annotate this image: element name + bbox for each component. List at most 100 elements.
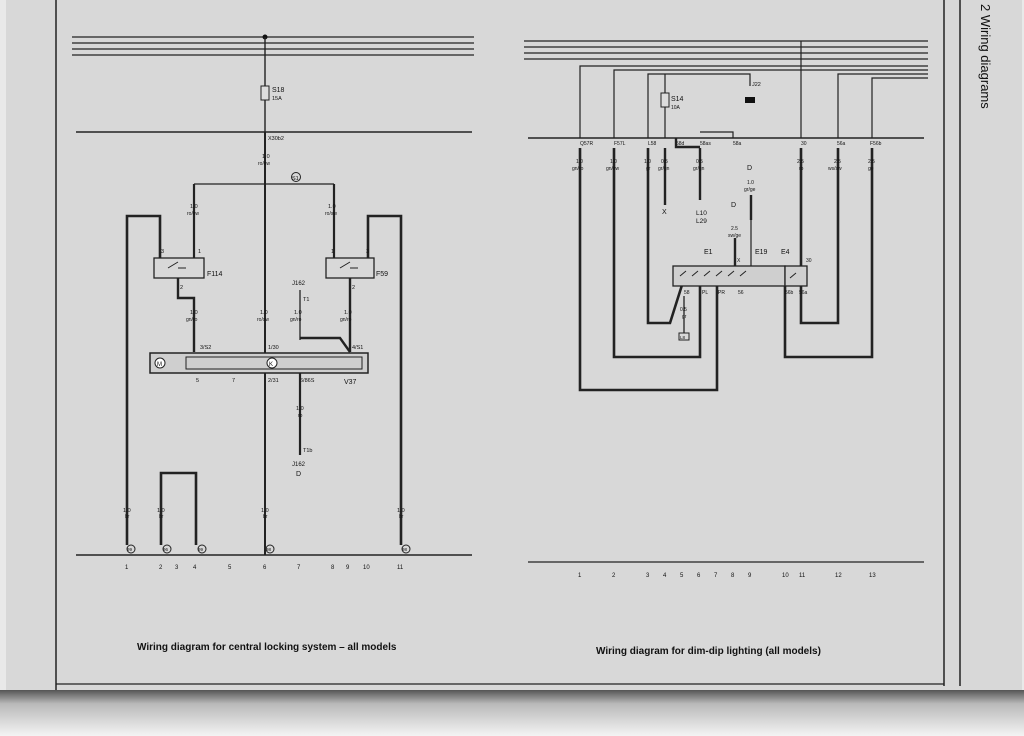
- right-feed-color: ro/sw: [325, 211, 337, 217]
- feed-line-1: [579, 65, 928, 138]
- switch-f114-label: F114: [207, 271, 223, 278]
- conn-label: 58as: [700, 141, 711, 147]
- wire-58a-link: [700, 131, 734, 138]
- pin-56a: 56a: [799, 290, 808, 296]
- t1-label: T1: [303, 297, 309, 303]
- grid-num: 8: [731, 573, 735, 579]
- pin-4-s1: 4/S1: [352, 345, 363, 351]
- left-bus-lines: [72, 36, 474, 56]
- left-feed-color: ro/sw: [187, 211, 199, 217]
- mid-left-size: 1.0: [190, 310, 198, 316]
- mid-t1-size: 1.0: [294, 310, 302, 316]
- grid-num: 10: [782, 573, 789, 579]
- grid-num: 6: [697, 573, 701, 579]
- outer-loop-left-wire: [125, 214, 162, 545]
- loop-wire-1: [578, 148, 719, 392]
- w9c: ge: [868, 166, 874, 172]
- earth-point-5: 98: [402, 547, 408, 552]
- t1-link-wire: [300, 336, 351, 353]
- bottom-wire-1-size: 1.0: [123, 508, 131, 514]
- pin-2-31: 2/31: [268, 378, 279, 384]
- fuse-s14-name: S14: [671, 96, 684, 103]
- w7: 2.5: [797, 159, 804, 165]
- earth-points: 99 96 99 98 98: [126, 544, 411, 554]
- dip-contact-icon: [789, 272, 797, 279]
- control-k-icon: [266, 357, 278, 369]
- low-wire-size: 0.5: [680, 307, 687, 313]
- motor-m-glyph: M: [157, 362, 162, 368]
- bottom-wire-3-size: 1.0: [261, 508, 269, 514]
- grid-num: 5: [680, 573, 684, 579]
- feed-line-2: [613, 69, 928, 138]
- fuse-s18-icon: [260, 85, 270, 101]
- d2-size: 2.5: [731, 226, 738, 232]
- loop-wire-2: [612, 148, 702, 359]
- w2c: gn/sw: [606, 166, 619, 172]
- grid-num: 3: [646, 573, 650, 579]
- right-bus-lines: [524, 40, 928, 60]
- pin-6-86s: 6/86S: [300, 378, 315, 384]
- pin-3-s2: 3/S2: [200, 345, 211, 351]
- conn-label: Q57R: [580, 141, 593, 147]
- earth-point-4: 98: [266, 547, 272, 552]
- d2-color: sw/ge: [728, 233, 741, 239]
- lower-wire-color: ro: [298, 413, 303, 419]
- conn-label: F56b: [870, 141, 882, 147]
- conn-label: 58a: [733, 141, 742, 147]
- switch-f59-label: F59: [376, 271, 388, 278]
- lower-wire-size: 1.0: [296, 406, 304, 412]
- loop-wire-3: [646, 148, 684, 325]
- grid-num: 1: [578, 573, 582, 579]
- pin-58: 58: [684, 290, 690, 296]
- earth-point-icon: [126, 544, 136, 554]
- mid-left-color: gn/ro: [186, 317, 198, 323]
- j162-bottom-label: J162: [292, 462, 306, 468]
- pin-56b: 56b: [785, 290, 794, 296]
- d1-size: 1.0: [747, 180, 754, 186]
- switch-contacts-icon: [679, 270, 747, 277]
- light-switch-e1-icon: [672, 265, 786, 287]
- right-connector-labels: Q57R F57L L58 58d 58as 58a 30 56a F56b: [580, 141, 882, 147]
- connector-x30b2: X30b2: [268, 136, 284, 142]
- page-shadow: [0, 690, 1024, 736]
- j162-top-label: J162: [292, 281, 306, 287]
- bottom-wire-4-color: br: [399, 514, 404, 520]
- grid-num: 8: [331, 565, 335, 571]
- mid-right-color: gn/ro: [340, 317, 352, 323]
- e19-label: E19: [755, 249, 768, 256]
- d2-label: D: [731, 202, 736, 209]
- earth-point-icon: [265, 544, 275, 554]
- e1-label: E1: [704, 249, 713, 256]
- left-diagram-caption: Wiring diagram for central locking syste…: [137, 642, 397, 653]
- center-wire-color: ro/sw: [258, 161, 270, 167]
- right-diagram-caption: Wiring diagram for dim-dip lighting (all…: [596, 646, 821, 657]
- w5: 0.5: [696, 159, 703, 165]
- right-grid-numbers: 1 2 3 4 5 6 7 8 9 10 11 12 13: [578, 573, 876, 579]
- mid-center-size: 1.0: [260, 310, 268, 316]
- earth-point-2: 96: [163, 547, 169, 552]
- switch-f59-pin3: 3: [366, 249, 369, 255]
- grid-num: 13: [869, 573, 876, 579]
- lower-loop-wire: [159, 471, 198, 545]
- bottom-wire-3-color: br: [263, 514, 268, 520]
- pin-7: 7: [232, 378, 235, 384]
- grid-num: 2: [612, 573, 616, 579]
- terminal-l8-label: L8: [680, 335, 686, 340]
- unit-v37-body: [149, 352, 369, 374]
- left-grid-numbers: 1 2 3 4 5 6 7 8 9 10 11: [125, 565, 404, 571]
- earth-point-1: 99: [127, 547, 133, 552]
- right-wire-labels: 1.0 gn/ro 1.0 gn/sw 1.0 gr 0.5 gr/gn 0.5…: [572, 159, 875, 172]
- outer-loop-right-wire: [366, 214, 403, 545]
- fuse-s14-icon: [660, 92, 670, 108]
- grid-num: 1: [125, 565, 129, 571]
- loop-wire-4: [799, 148, 840, 325]
- f114-output-wire: [176, 278, 196, 352]
- j22-label: J22: [752, 82, 761, 88]
- w3c: gr: [646, 166, 651, 172]
- w8: 2.5: [834, 159, 841, 165]
- central-locking-diagram: S18 15A X30b2 1.0 ro/sw S1 1.0 ro/sw 1.0…: [72, 34, 474, 571]
- loop-wire-5: [783, 148, 874, 359]
- grid-num: 11: [397, 565, 404, 571]
- conn-label: 56a: [837, 141, 846, 147]
- pin-1-30: 1/30: [268, 345, 279, 351]
